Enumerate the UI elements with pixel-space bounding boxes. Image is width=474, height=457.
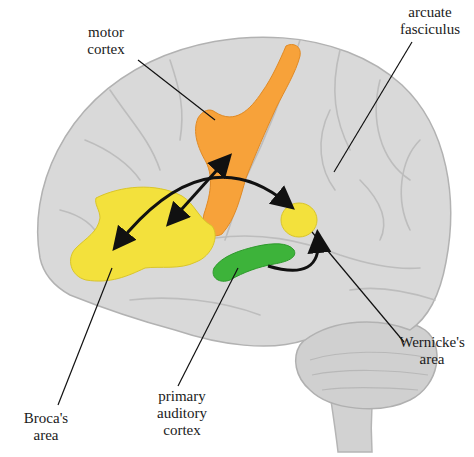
auditory-wernicke-arrow (268, 238, 318, 270)
leader-lines (58, 42, 412, 405)
arcuate-fasciculus-arrow (118, 177, 288, 244)
region-label: motor cortex (87, 24, 124, 58)
region-label: primary auditory cortex (157, 388, 207, 439)
region-label: arcuate fasciculus (400, 4, 460, 38)
primary-auditory-cortex-region (213, 244, 295, 281)
motor-cortex-region (196, 44, 301, 235)
region-label: Wernicke's area (399, 334, 465, 368)
region-label: Broca's area (24, 410, 68, 444)
wernickes-area-region (281, 203, 317, 237)
cerebellum-folia (310, 352, 430, 390)
sulci (60, 40, 435, 315)
brocas-area-region (71, 187, 216, 281)
